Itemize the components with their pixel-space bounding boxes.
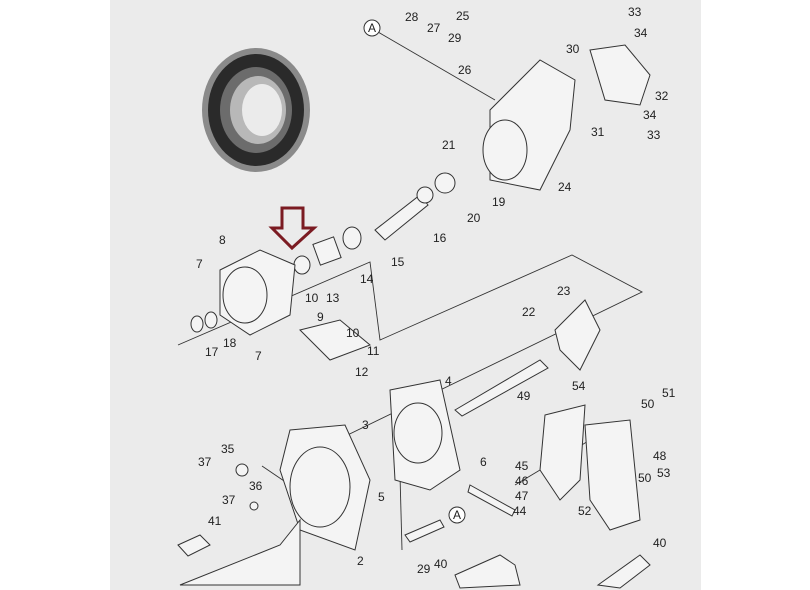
part-label: 32 bbox=[655, 89, 669, 103]
part-label: 8 bbox=[219, 233, 226, 247]
part-label: 47 bbox=[515, 489, 529, 503]
part-shapes bbox=[177, 44, 651, 589]
part-label: 13 bbox=[326, 291, 340, 305]
part-label: 16 bbox=[433, 231, 447, 245]
part-label: 11 bbox=[367, 344, 380, 358]
part-label: 9 bbox=[317, 310, 324, 324]
part-label: 51 bbox=[662, 386, 676, 400]
part-label: 49 bbox=[517, 389, 531, 403]
part-label: 28 bbox=[405, 10, 419, 24]
part-label: 31 bbox=[591, 125, 605, 139]
part-label: 2 bbox=[357, 554, 364, 568]
part-label: 5 bbox=[378, 490, 385, 504]
callout-a-bottom: A bbox=[448, 506, 466, 524]
part-label: 34 bbox=[634, 26, 648, 40]
part-label: 20 bbox=[467, 211, 481, 225]
bearing-photo bbox=[202, 48, 310, 172]
part-label: 15 bbox=[391, 255, 405, 269]
part-label: 50 bbox=[638, 471, 652, 485]
part-label: 24 bbox=[558, 180, 572, 194]
part-label: 23 bbox=[557, 284, 571, 298]
part-labels: 28 27 29 25 26 30 33 34 32 31 34 33 21 2… bbox=[196, 5, 676, 576]
part-label: 18 bbox=[223, 336, 237, 350]
part-label: 4 bbox=[445, 374, 452, 388]
part-label: 7 bbox=[196, 257, 203, 271]
part-label: 33 bbox=[647, 128, 661, 142]
part-label: 27 bbox=[427, 21, 441, 35]
part-label: 26 bbox=[458, 63, 472, 77]
part-label: 25 bbox=[456, 9, 470, 23]
part-label: 36 bbox=[249, 479, 263, 493]
part-label: 46 bbox=[515, 474, 529, 488]
svg-text:A: A bbox=[453, 508, 461, 522]
part-label: 22 bbox=[522, 305, 536, 319]
part-label: 29 bbox=[448, 31, 462, 45]
part-label: 30 bbox=[566, 42, 580, 56]
part-label: 54 bbox=[572, 379, 586, 393]
part-label: 7 bbox=[255, 349, 262, 363]
part-label: 40 bbox=[434, 557, 448, 571]
part-label: 10 bbox=[305, 291, 319, 305]
part-label: 19 bbox=[492, 195, 506, 209]
part-label: 35 bbox=[221, 442, 235, 456]
part-label: 45 bbox=[515, 459, 529, 473]
callout-a-top: A bbox=[363, 19, 381, 37]
part-label: 34 bbox=[643, 108, 657, 122]
part-label: 17 bbox=[205, 345, 219, 359]
part-label: 48 bbox=[653, 449, 667, 463]
part-label: 44 bbox=[513, 504, 527, 518]
svg-text:A: A bbox=[368, 21, 376, 35]
part-label: 6 bbox=[480, 455, 487, 469]
part-label: 10 bbox=[346, 326, 360, 340]
part-label: 52 bbox=[578, 504, 592, 518]
part-label: 3 bbox=[362, 418, 369, 432]
part-label: 40 bbox=[653, 536, 667, 550]
part-label: 41 bbox=[208, 514, 222, 528]
highlight-arrow-icon bbox=[268, 206, 318, 251]
part-label: 50 bbox=[641, 397, 655, 411]
part-label: 33 bbox=[628, 5, 642, 19]
part-label: 37 bbox=[198, 455, 212, 469]
part-label: 53 bbox=[657, 466, 671, 480]
part-label: 12 bbox=[355, 365, 369, 379]
part-label: 37 bbox=[222, 493, 236, 507]
part-label: 29 bbox=[417, 562, 431, 576]
part-label: 14 bbox=[360, 272, 374, 286]
part-label: 21 bbox=[442, 138, 456, 152]
